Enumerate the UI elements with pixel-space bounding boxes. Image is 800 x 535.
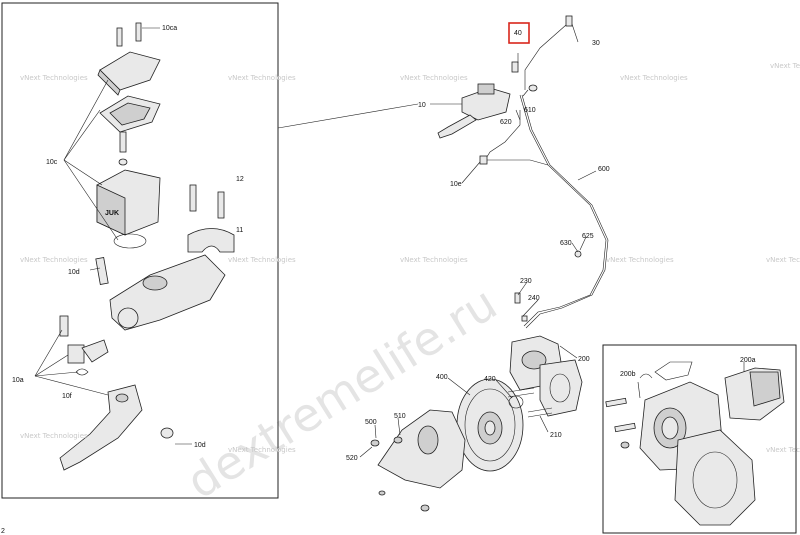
label-620: 620 xyxy=(500,119,512,126)
label-520: 520 xyxy=(346,455,358,462)
label-200: 200 xyxy=(578,356,590,363)
label-625: 625 xyxy=(582,233,594,240)
watermarks: vNext Technologies vNext Technologies vN… xyxy=(20,62,800,454)
svg-text:vNext Technologies: vNext Technologies xyxy=(766,446,800,454)
caliper-bolts xyxy=(507,387,553,418)
svg-text:vNext Technologies: vNext Technologies xyxy=(20,256,88,264)
caliper-detail-frame xyxy=(602,344,797,534)
label-200b: 200b xyxy=(620,371,636,378)
svg-text:vNext Technologies: vNext Technologies xyxy=(228,446,296,454)
label-200a: 200a xyxy=(740,357,756,364)
caliper-bracket xyxy=(539,359,583,417)
svg-text:vNext Technologies: vNext Technologies xyxy=(20,74,88,82)
guard-fasteners xyxy=(370,436,430,512)
label-400: 400 xyxy=(436,374,448,381)
brake-light-switch-wire xyxy=(479,110,549,166)
label-510: 510 xyxy=(394,413,406,420)
left-leader-lines xyxy=(34,27,192,445)
label-10d-upper: 10d xyxy=(68,269,80,276)
reservoir-fittings xyxy=(118,131,128,166)
svg-text:vNext Technologies: vNext Technologies xyxy=(770,62,800,70)
label-630: 630 xyxy=(560,240,572,247)
detail-leader-line xyxy=(277,103,419,129)
brake-hose xyxy=(519,24,609,329)
detail-caliper-bracket xyxy=(674,429,756,526)
label-10ca: 10ca xyxy=(162,25,177,32)
clamp xyxy=(187,228,235,253)
svg-text:vNext Technologies: vNext Technologies xyxy=(20,432,88,440)
hose-fittings xyxy=(511,15,582,322)
label-10f: 10f xyxy=(62,393,72,400)
label-10e: 10e xyxy=(450,181,462,188)
lever-bushing xyxy=(160,427,174,439)
label-12: 12 xyxy=(236,176,244,183)
brake-lever xyxy=(59,384,143,471)
label-10: 10 xyxy=(418,102,426,109)
cap-screws xyxy=(116,22,142,47)
master-cylinder-detail-frame xyxy=(1,2,279,499)
label-40: 40 xyxy=(514,30,522,37)
lever-switch-parts xyxy=(59,315,109,376)
label-30: 30 xyxy=(592,40,600,47)
label-610: 610 xyxy=(524,107,536,114)
svg-text:JUK: JUK xyxy=(105,210,119,217)
label-11: 11 xyxy=(236,227,243,234)
label-10c: 10c xyxy=(46,159,58,166)
page-number: 2 xyxy=(1,528,5,535)
highlight-box-40 xyxy=(508,22,530,44)
label-210: 210 xyxy=(550,432,562,439)
label-230: 230 xyxy=(520,278,532,285)
svg-text:vNext Technologies: vNext Technologies xyxy=(620,74,688,82)
svg-text:vNext Technologies: vNext Technologies xyxy=(766,256,800,264)
svg-text:vNext Technologies: vNext Technologies xyxy=(228,256,296,264)
main-leader-lines xyxy=(359,23,597,458)
reservoir-o-ring xyxy=(113,233,147,249)
detail-brake-pad xyxy=(724,367,785,421)
svg-text:vNext Technologies: vNext Technologies xyxy=(606,256,674,264)
reservoir-body: JUK xyxy=(96,169,161,236)
label-10a: 10a xyxy=(12,377,24,384)
detail-leader-lines xyxy=(637,362,745,399)
label-420: 420 xyxy=(484,376,496,383)
clamp-bolts xyxy=(189,184,225,219)
detail-spring-clip xyxy=(639,361,693,381)
label-500: 500 xyxy=(365,419,377,426)
master-cylinder-body xyxy=(109,254,226,331)
disc-guard xyxy=(377,409,466,489)
label-600: 600 xyxy=(598,166,610,173)
callout-labels: 10ca 10c 12 11 10d 10a 10f 10d 40 30 10 … xyxy=(12,22,756,462)
handlebar-master-cylinder xyxy=(437,83,511,139)
svg-text:vNext Technologies: vNext Technologies xyxy=(228,74,296,82)
label-10d-lower: 10d xyxy=(194,442,206,449)
svg-text:vNext Technologies: vNext Technologies xyxy=(400,256,468,264)
brake-disc xyxy=(456,378,524,472)
detail-pins xyxy=(605,397,636,449)
diaphragm xyxy=(99,95,161,133)
pivot-pin xyxy=(95,257,109,285)
svg-text:vNext Technologies: vNext Technologies xyxy=(400,74,468,82)
reservoir-cap xyxy=(97,51,161,96)
label-240: 240 xyxy=(528,295,540,302)
